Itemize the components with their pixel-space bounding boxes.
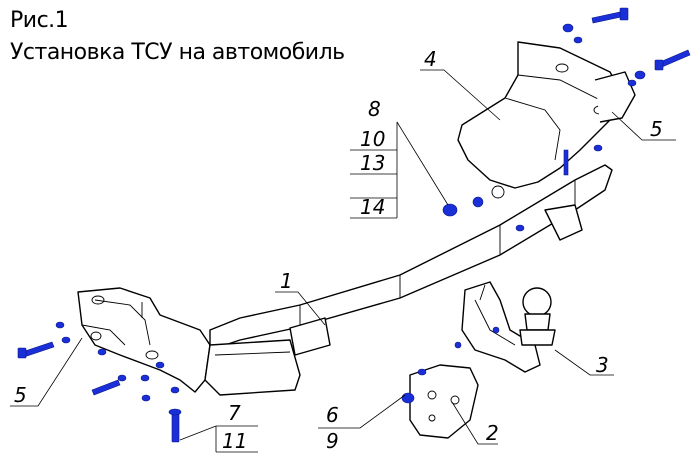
callout-1: 1 <box>280 269 293 293</box>
callout-7: 7 <box>228 401 241 425</box>
callout-3: 3 <box>596 353 609 377</box>
callout-10: 10 <box>360 127 385 151</box>
left-mounting-bracket <box>77 287 211 393</box>
callout-2: 2 <box>486 421 499 445</box>
callout-11: 11 <box>222 429 247 453</box>
cross-beam <box>204 164 613 396</box>
figure-subtitle: Установка ТСУ на автомобиль <box>10 40 345 65</box>
figure-title: Рис.1 <box>10 8 69 33</box>
right-mounting-bracket <box>457 41 636 199</box>
callout-5-right: 5 <box>650 117 663 141</box>
socket-plate <box>409 364 479 439</box>
callout-14: 14 <box>360 195 385 219</box>
callout-5-left: 5 <box>14 383 27 407</box>
leader-lines <box>10 69 676 453</box>
callout-6: 6 <box>326 403 339 427</box>
callout-9: 9 <box>326 429 339 453</box>
callout-8: 8 <box>368 97 381 121</box>
callout-13: 13 <box>360 151 385 175</box>
fasteners <box>17 7 691 443</box>
callout-labels: 4 5 8 10 13 14 1 3 5 2 6 9 7 11 <box>14 47 663 453</box>
callout-4: 4 <box>424 47 437 71</box>
tow-ball-arm <box>461 281 556 373</box>
